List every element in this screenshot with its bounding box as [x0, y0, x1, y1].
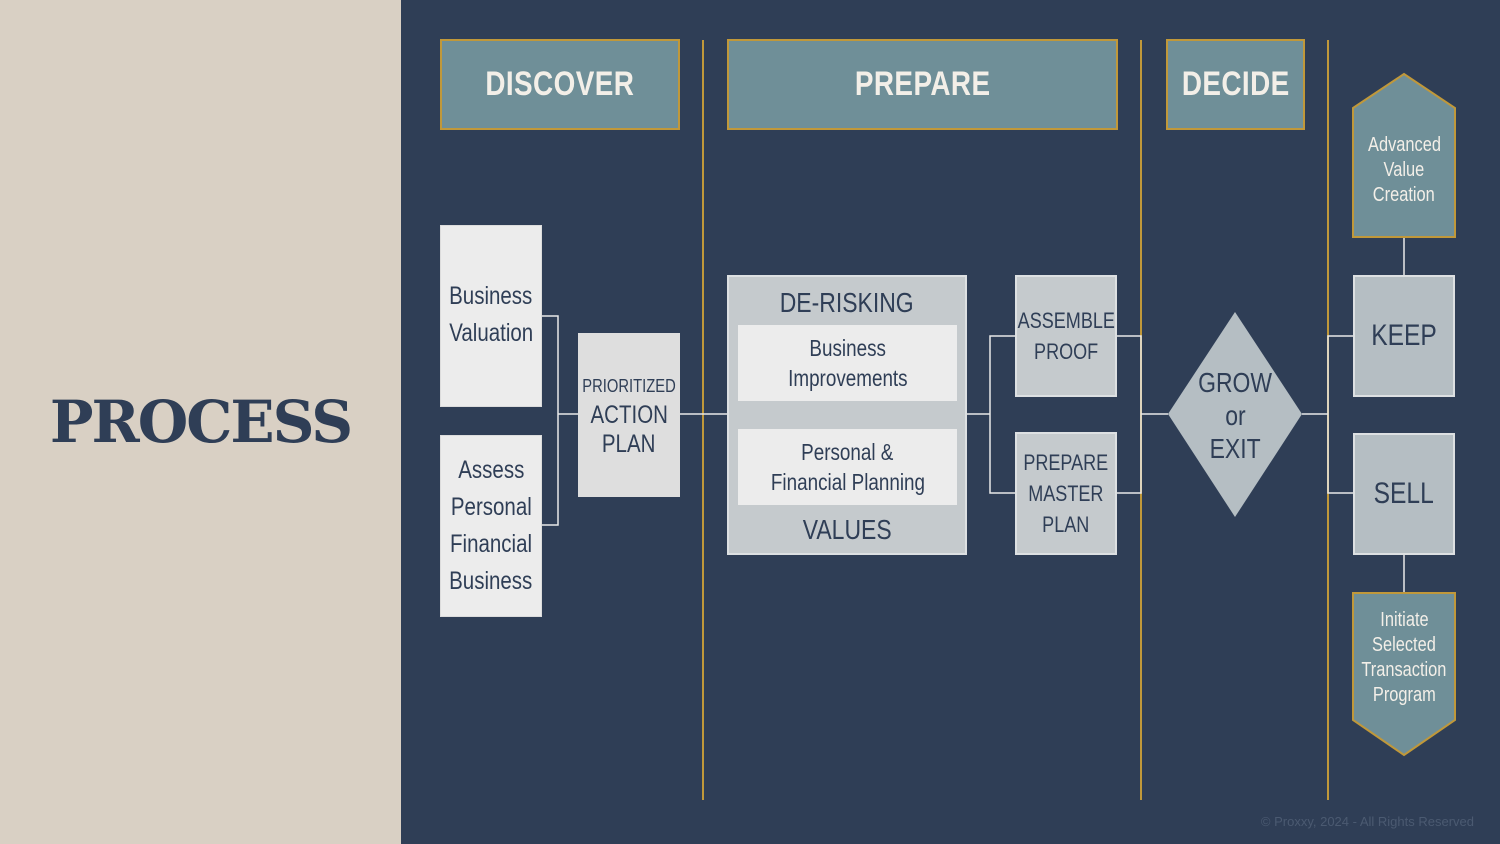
- copyright-footer: © Proxxy, 2024 - All Rights Reserved: [1260, 814, 1474, 829]
- pentagon-down-shape: [1352, 592, 1456, 757]
- phase-header-prepare: PREPARE: [727, 39, 1118, 130]
- derisking-box: DE-RISKING: [727, 275, 967, 555]
- pentagon-up-shape: [1352, 72, 1456, 238]
- phase-header-discover: DISCOVER: [440, 39, 680, 130]
- values-label-wrap: VALUES: [802, 514, 892, 545]
- page-title: PROCESS: [49, 388, 353, 456]
- sell-box: SELL: [1353, 433, 1455, 555]
- left-panel: [0, 0, 401, 844]
- diamond-shape: [1168, 312, 1302, 517]
- action-plan-box: PRIORITIZED ACTION PLAN: [578, 333, 680, 497]
- phase-header-decide: DECIDE: [1166, 39, 1305, 130]
- keep-box: KEEP: [1353, 275, 1455, 397]
- personal-planning-box: Personal &Financial Planning: [738, 429, 957, 505]
